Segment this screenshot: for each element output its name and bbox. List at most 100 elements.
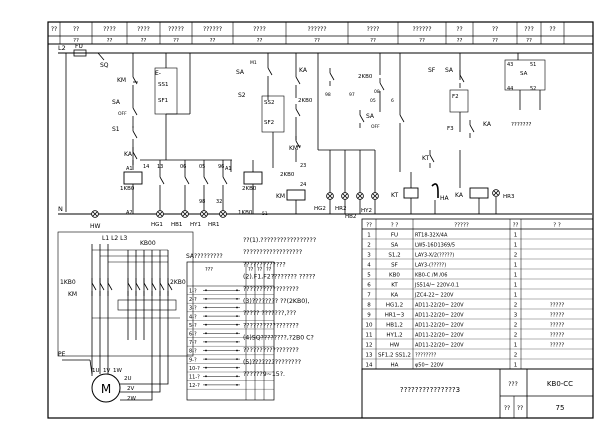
- main-contact: [91, 278, 97, 296]
- component-cell: 1: [367, 233, 371, 239]
- kt-label: KT: [422, 155, 429, 162]
- component-cell: AD11-22/20~ 220V: [415, 313, 464, 319]
- ka-contact: [132, 147, 138, 165]
- main-contact: [127, 278, 133, 296]
- ha-label: HA: [440, 195, 450, 202]
- component-cell: 1: [514, 233, 518, 239]
- drawing-title: ???????????????3: [400, 386, 460, 394]
- hr3-label: HR3: [503, 194, 515, 200]
- 1kb0-aux-label: 1KB0: [238, 210, 253, 216]
- sa3-off-label: OFF: [371, 124, 380, 130]
- motor-2v: 2V: [127, 386, 134, 392]
- main-contact: [143, 278, 149, 296]
- component-cell: LAY3-X/2(?????): [415, 253, 454, 259]
- header-cell-text: ??????: [307, 26, 326, 33]
- 2kb0-coil: [243, 171, 263, 185]
- switch-table-head: ??: [248, 267, 254, 273]
- component-cell: 3: [367, 253, 371, 259]
- f3-contact: [469, 120, 475, 138]
- component-cell: FU: [391, 233, 398, 239]
- component-cell: SA: [391, 243, 399, 249]
- contact-blade: [359, 114, 365, 123]
- ka4-label: KA: [483, 121, 492, 128]
- component-cell: ????????: [415, 353, 437, 359]
- contact-blade: [267, 67, 273, 76]
- control-circuit: L2FUSQNHWKMSAOFFS1KAA11KB0A2E-SS1SF11413…: [58, 43, 592, 230]
- switch-contact-dot: [205, 315, 207, 317]
- contact-blade: [132, 130, 138, 139]
- kt-coil-label: KT: [391, 192, 398, 199]
- indicator-lamp: [200, 210, 208, 218]
- component-cell: HA: [391, 363, 399, 369]
- header-cell-text: ??: [314, 38, 320, 44]
- lamp-cross: [327, 193, 333, 199]
- header-cell-text: ??: [141, 38, 147, 44]
- fuse-label: FU: [75, 43, 83, 50]
- sa-label: SA: [112, 99, 121, 106]
- drawing-number: KB0-CC: [547, 380, 573, 388]
- component-cell: 2: [514, 353, 518, 359]
- component-cell: 1: [514, 363, 518, 369]
- indicator-lamp: [371, 192, 379, 200]
- terminal-97: 97: [349, 92, 355, 98]
- 2kb0-label: 2KB0: [242, 186, 257, 192]
- main-contact: [159, 278, 165, 296]
- header-cell-text: ????: [367, 26, 380, 33]
- 2kb0-ref-label-b: 2KB0: [280, 172, 295, 178]
- contact-blade: [295, 140, 301, 149]
- a2-label: A2: [126, 210, 133, 216]
- lamp-cross: [220, 211, 226, 217]
- switch-contact-dot: [205, 306, 207, 309]
- switch-position-table: SA??????????????????1-?2-?3-?4-?5-?6-?7-…: [186, 253, 275, 401]
- contact-blade: [132, 151, 138, 160]
- main-contact: [107, 278, 113, 296]
- component-cell: φ50~ 220V: [415, 363, 444, 369]
- m1-label: M1: [250, 60, 257, 66]
- component-cell: 4: [367, 263, 371, 269]
- contact-blade: [91, 282, 97, 291]
- switch-table-head: ??: [266, 267, 272, 273]
- contact-blade: [132, 76, 138, 85]
- terminal-14: 14: [143, 164, 149, 170]
- switch-table-row-label: 5-?: [189, 323, 197, 329]
- note-line: ????? ???????,???: [243, 310, 296, 317]
- hr3-lamp: [492, 189, 500, 197]
- terminal-52: 52: [530, 86, 536, 92]
- component-cell: HB1,2: [386, 323, 403, 329]
- component-cell: 2: [514, 303, 518, 309]
- component-cell: 2: [367, 243, 371, 249]
- overload-box: [117, 299, 177, 311]
- ka-label: KA: [124, 151, 133, 158]
- terminal-6: 6: [391, 98, 394, 104]
- contact-blade: [167, 282, 173, 291]
- lamp-cross: [357, 193, 363, 199]
- component-cell: HR1~3: [385, 313, 405, 319]
- header-cell-text: ??: [457, 38, 463, 44]
- component-cell: 13: [366, 353, 373, 359]
- switch-table-frame: [186, 261, 275, 401]
- lamp-cross: [157, 211, 163, 217]
- main-km-label: KM: [68, 291, 77, 298]
- terminal-51b: 51: [530, 62, 536, 68]
- note-line: ??????9~15?.: [243, 371, 285, 378]
- component-table-head: ?????: [454, 223, 469, 229]
- switch-contact-dot: [205, 384, 207, 386]
- header-cell-text: ??: [107, 38, 113, 44]
- header-cell-text: ??: [419, 38, 425, 44]
- ss1-label: SS1: [158, 82, 168, 88]
- lamp-cross: [342, 193, 348, 199]
- km-label: KM: [117, 77, 126, 84]
- component-cell: HY1,2: [386, 333, 402, 339]
- sa5-note: ???????: [511, 122, 532, 128]
- component-cell: KT: [391, 283, 398, 289]
- component-cell: ?????: [550, 333, 565, 339]
- terminal-23: 23: [300, 163, 306, 169]
- switch-table-row-label: 10-?: [189, 366, 200, 372]
- main-contact: [135, 278, 141, 296]
- note-line: (5)???????????????: [243, 359, 301, 366]
- component-cell: 1: [514, 273, 518, 279]
- 2kb0-ref-label: 2KB0: [298, 98, 313, 104]
